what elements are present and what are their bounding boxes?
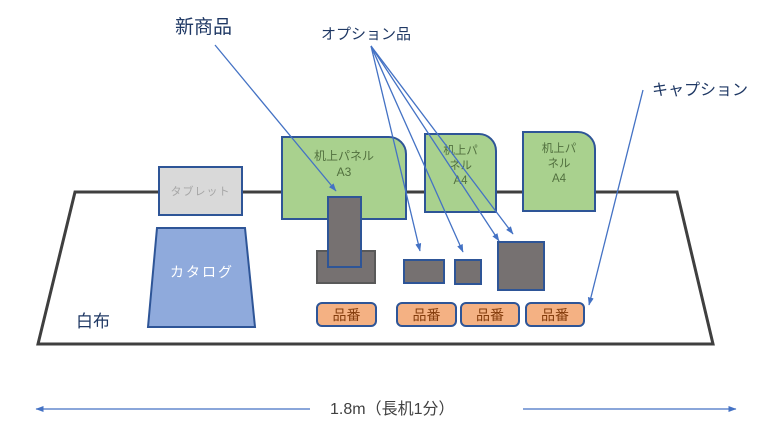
caption-card-3: 品番 (460, 302, 520, 327)
caption-card-1-label: 品番 (332, 306, 361, 323)
option-stand-large (497, 241, 545, 291)
caption-card-2: 品番 (396, 302, 457, 327)
catalog-label: カタログ (170, 264, 234, 280)
option-items-label: オプション品 (321, 26, 412, 43)
caption-card-3-label: 品番 (476, 306, 504, 323)
caption-label: キャプション (652, 82, 749, 99)
desktop-panel-a4-1: 机上パ ネル A4 (424, 133, 497, 213)
caption-card-2-label: 品番 (412, 306, 441, 323)
option-stand-small-1 (403, 259, 445, 284)
caption-card-1: 品番 (316, 302, 377, 327)
new-product-label: 新商品 (175, 17, 233, 38)
white-cloth-label: 白布 (76, 312, 110, 331)
catalog-shape (146, 227, 257, 328)
caption-card-4: 品番 (525, 302, 585, 327)
dimension-label: 1.8m（長机1分） (330, 401, 455, 418)
a3-stand (327, 196, 362, 268)
tablet-label: タブレット (170, 186, 231, 198)
caption-card-4-label: 品番 (541, 306, 569, 323)
option-stand-small-2 (454, 259, 482, 285)
desktop-panel-a4-2: 机上パ ネル A4 (522, 131, 596, 212)
tablet-shape: タブレット (158, 166, 243, 216)
